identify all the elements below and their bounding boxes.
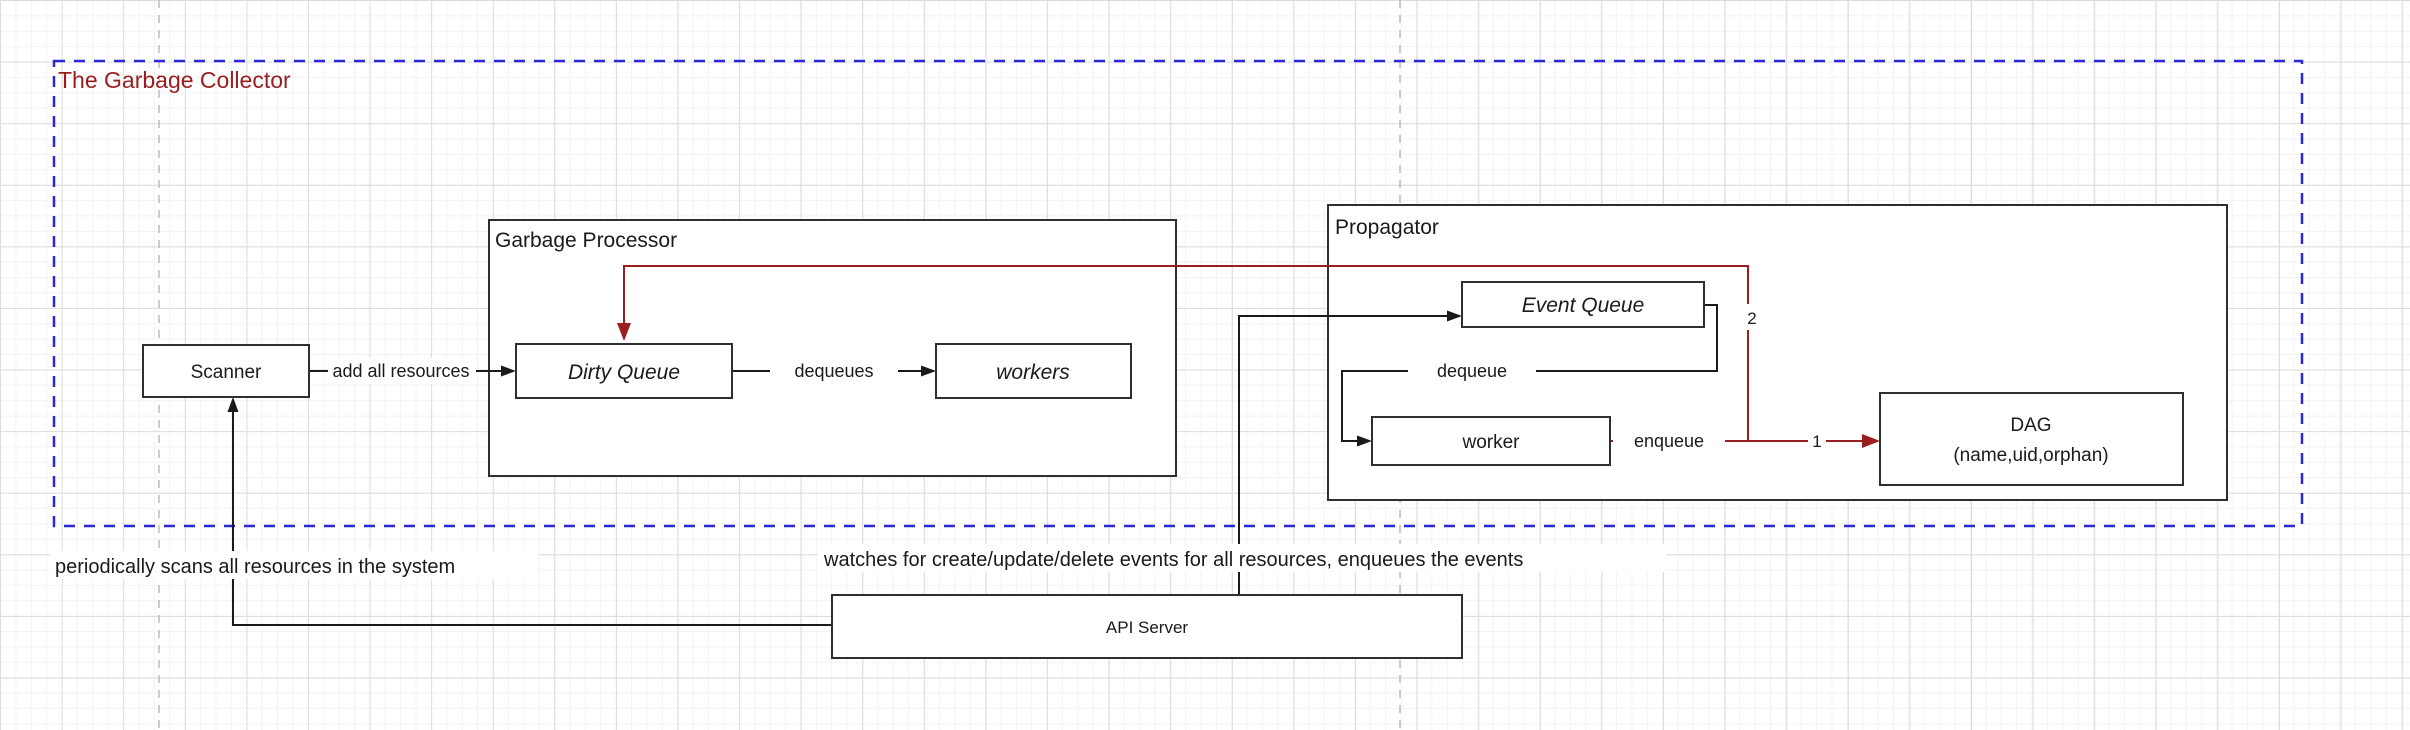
- add-all-resources-label-bg: [328, 358, 476, 384]
- workers-label: workers: [996, 361, 1070, 384]
- node-scanner[interactable]: Scanner: [142, 344, 310, 398]
- enqueue-label: enqueue: [1634, 431, 1704, 451]
- api-note: watches for create/update/delete events …: [823, 549, 1523, 571]
- dirty-queue-label: Dirty Queue: [568, 361, 680, 384]
- worker-label: worker: [1461, 432, 1520, 453]
- api-server-label: API Server: [1106, 618, 1189, 637]
- garbage-collector-frame[interactable]: [52, 59, 2304, 528]
- step1-label-bg: [1808, 430, 1826, 452]
- event-queue-label: Event Queue: [1522, 294, 1645, 317]
- node-dirty-queue[interactable]: Dirty Queue: [515, 343, 733, 399]
- diagram-title: The Garbage Collector: [58, 67, 291, 93]
- add-all-resources-label: add all resources: [332, 361, 469, 381]
- enqueue-label-bg: [1613, 428, 1725, 454]
- dequeues-label-bg: [770, 358, 898, 384]
- node-event-queue[interactable]: Event Queue: [1461, 281, 1705, 328]
- dag-label-line1: DAG: [2010, 415, 2051, 436]
- dag-label-line2: (name,uid,orphan): [1953, 445, 2108, 466]
- scanner-label: Scanner: [191, 362, 262, 383]
- api-note-bg: [818, 544, 1666, 572]
- node-workers[interactable]: workers: [935, 343, 1132, 399]
- edge-apiserver-to-scanner[interactable]: [227, 397, 833, 626]
- edge-apiserver-to-eventqueue[interactable]: [1238, 310, 1462, 596]
- node-api-server[interactable]: API Server: [831, 594, 1463, 659]
- step2-label: 2: [1747, 309, 1756, 328]
- scanner-note: periodically scans all resources in the …: [55, 556, 455, 578]
- dequeue-label: dequeue: [1437, 361, 1507, 381]
- node-worker[interactable]: worker: [1371, 416, 1611, 466]
- scanner-note-bg: [50, 551, 538, 579]
- dequeues-label: dequeues: [794, 361, 873, 381]
- dequeue-label-bg: [1408, 358, 1536, 384]
- propagator-label: Propagator: [1335, 216, 1439, 239]
- step2-label-bg: [1740, 304, 1762, 330]
- step1-label: 1: [1812, 432, 1821, 451]
- edge-return-to-dirty-queue[interactable]: [617, 265, 1749, 441]
- node-dag[interactable]: DAG (name,uid,orphan): [1879, 392, 2184, 486]
- garbage-processor-label: Garbage Processor: [495, 229, 677, 252]
